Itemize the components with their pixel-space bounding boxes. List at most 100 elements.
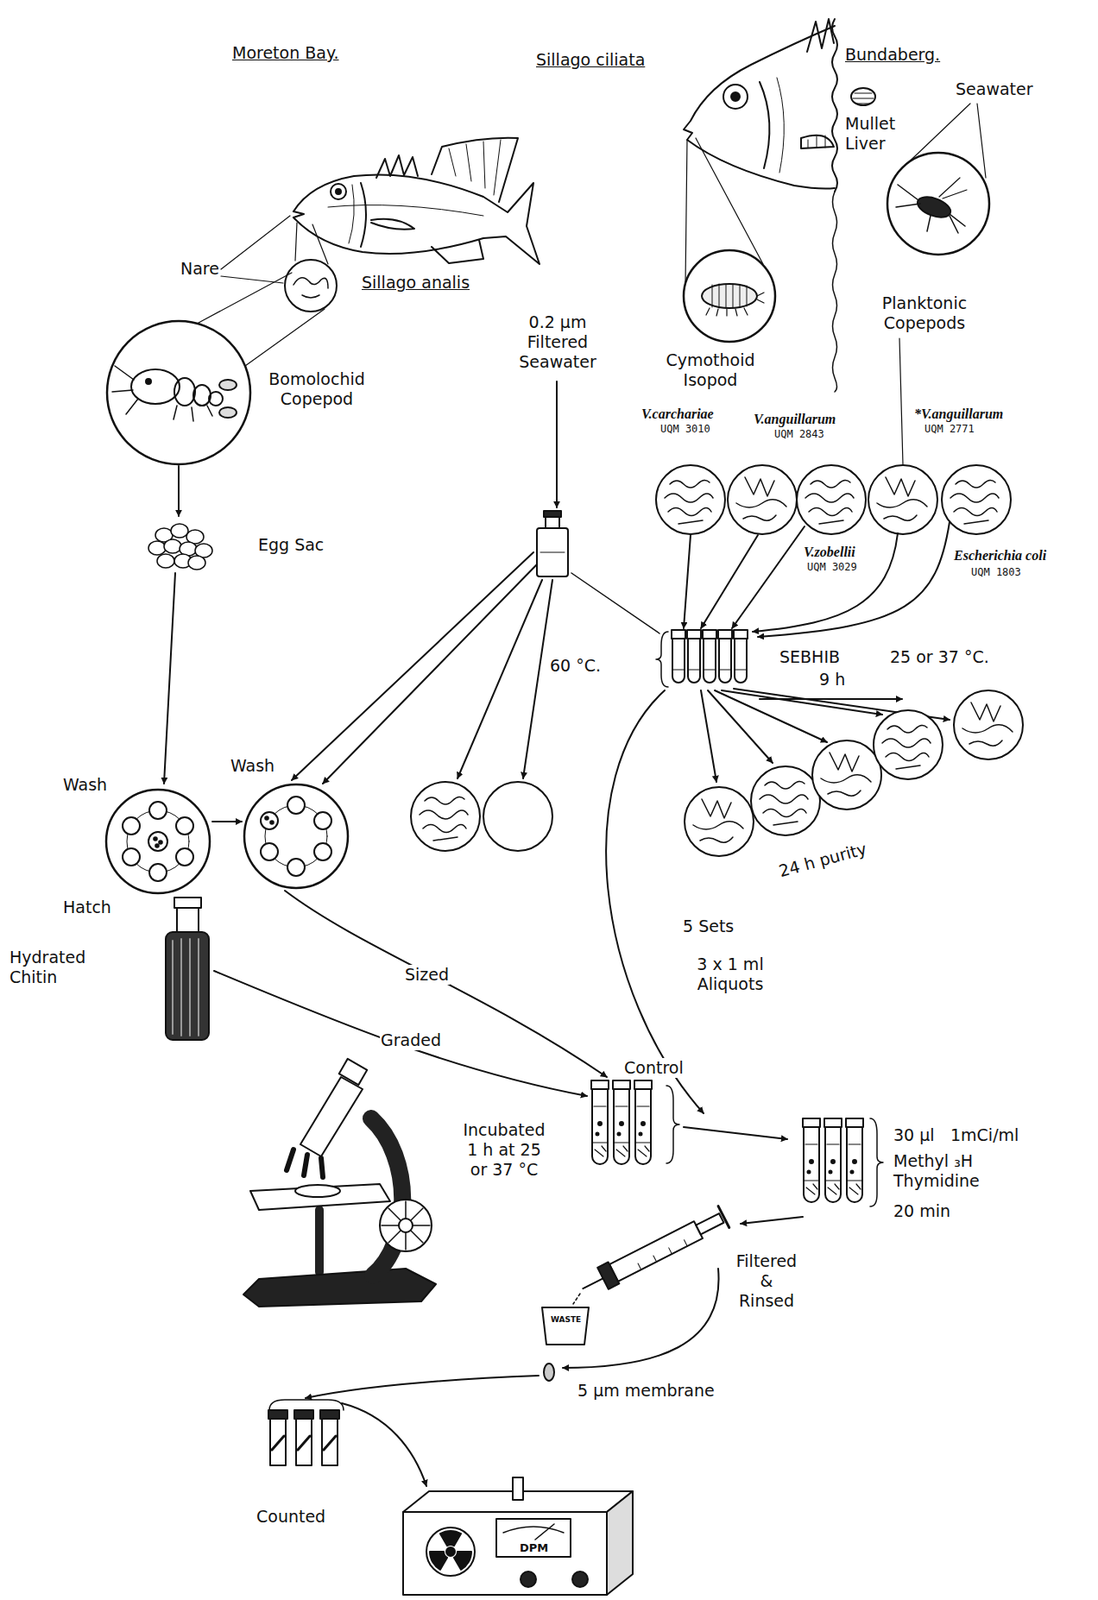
strain-number: UQM 3010 bbox=[659, 422, 712, 436]
fish-drawing bbox=[448, 139, 501, 196]
chitin-bottle bbox=[165, 897, 209, 1041]
flow-arrow bbox=[322, 564, 537, 784]
text-label: 30 µl bbox=[892, 1125, 936, 1146]
text-label: 20 min bbox=[892, 1201, 952, 1222]
text-label: Filtered & Rinsed bbox=[729, 1251, 804, 1311]
wash-dish bbox=[148, 832, 168, 852]
plankton-zoom bbox=[887, 152, 990, 255]
flow-arrow bbox=[305, 1268, 720, 1487]
syringe bbox=[573, 1293, 581, 1305]
fish-drawing bbox=[731, 92, 740, 101]
fish-drawing bbox=[776, 77, 784, 173]
flow-arrow bbox=[740, 1217, 803, 1225]
egg-sac bbox=[164, 539, 182, 554]
flow-arrow bbox=[700, 690, 717, 783]
copepod-zoom bbox=[174, 378, 196, 406]
scintillation-counter bbox=[440, 1531, 461, 1547]
scintillation-counter bbox=[572, 1571, 588, 1588]
fish-drawing bbox=[293, 211, 304, 218]
culture-plate bbox=[750, 766, 821, 836]
fish-drawing bbox=[431, 239, 484, 264]
scintillation-counter bbox=[512, 1477, 524, 1501]
flow-arrow bbox=[164, 573, 176, 784]
scintillation-vial bbox=[296, 1415, 312, 1466]
scintillation-vial bbox=[268, 1410, 288, 1420]
nare-zoom bbox=[293, 277, 329, 298]
text-label: 3 x 1 ml Aliquots bbox=[681, 954, 779, 995]
flow-arrow bbox=[457, 580, 543, 779]
bottle bbox=[536, 528, 568, 577]
chitin-bottle bbox=[176, 908, 199, 933]
strain-number: UQM 2843 bbox=[773, 428, 826, 441]
flow-arrow bbox=[555, 381, 558, 508]
wash-dish bbox=[122, 848, 140, 866]
text-label: 1mCi/ml bbox=[949, 1125, 1020, 1146]
isopod-zoom bbox=[683, 250, 776, 342]
text-label: Egg Sac bbox=[257, 535, 325, 556]
microscope bbox=[379, 1199, 432, 1252]
flow-arrow bbox=[700, 535, 758, 629]
scintillation-vial bbox=[320, 1410, 340, 1420]
culture-plate bbox=[410, 782, 553, 852]
strain-number: UQM 2771 bbox=[923, 422, 976, 436]
flow-arrow bbox=[683, 535, 691, 629]
text-label: 25 or 37 °C. bbox=[889, 647, 991, 668]
syringe bbox=[582, 1278, 603, 1289]
scintillation-counter bbox=[496, 1519, 571, 1558]
test-tube bbox=[634, 1080, 652, 1165]
culture-plate bbox=[796, 465, 866, 535]
culture-plate bbox=[656, 465, 726, 535]
text-label: SEBHIB bbox=[778, 647, 841, 668]
waste-beaker bbox=[542, 1307, 589, 1345]
copepod-zoom bbox=[145, 378, 152, 385]
wash-dish bbox=[287, 858, 305, 877]
text-label: Incubated 1 h at 25 or 37 °C bbox=[455, 1120, 553, 1180]
test-tube bbox=[671, 630, 686, 683]
flow-arrow bbox=[164, 381, 557, 822]
text-label: 60 °C. bbox=[549, 656, 602, 676]
bracket bbox=[666, 1085, 680, 1164]
copepod-zoom bbox=[208, 391, 223, 406]
microscope bbox=[295, 1185, 341, 1198]
syringe bbox=[637, 1240, 688, 1270]
waste-beaker bbox=[542, 1307, 589, 1345]
scintillation-vial bbox=[268, 1400, 344, 1466]
chitin-bottle bbox=[174, 897, 202, 909]
heading-label: Sillago analis bbox=[360, 272, 471, 293]
wash-dish bbox=[153, 837, 158, 841]
flow-arrow bbox=[214, 890, 607, 1097]
test-tube bbox=[591, 1080, 652, 1165]
syringe bbox=[573, 1206, 730, 1305]
text-label: 9 h bbox=[818, 669, 846, 690]
strain-number: UQM 3029 bbox=[806, 561, 859, 574]
scintillation-counter bbox=[403, 1512, 607, 1596]
text-label: Counted bbox=[255, 1507, 327, 1528]
microscope bbox=[398, 1218, 413, 1233]
syringe bbox=[718, 1206, 730, 1229]
scintillation-vial bbox=[294, 1410, 314, 1420]
microscope bbox=[381, 1201, 430, 1250]
flow-arrow bbox=[757, 522, 950, 638]
bracket bbox=[666, 1085, 680, 1164]
fish-drawing bbox=[807, 18, 834, 52]
culture-plate bbox=[812, 740, 882, 810]
mullet-liver bbox=[852, 93, 874, 104]
species-label: V.anguillarum bbox=[752, 410, 837, 428]
wash-dish bbox=[244, 784, 348, 889]
wash-dish bbox=[158, 840, 163, 845]
text-label: Wash bbox=[229, 756, 276, 777]
text-label: Hatch bbox=[62, 897, 113, 918]
copepod-zoom bbox=[193, 384, 211, 406]
text-label: Seawater bbox=[954, 79, 1035, 100]
flow-arrow bbox=[752, 533, 898, 632]
scintillation-counter bbox=[606, 1491, 633, 1596]
culture-plate bbox=[684, 787, 754, 857]
culture-plate bbox=[483, 782, 553, 852]
isopod-zoom bbox=[706, 292, 764, 316]
flow-arrow bbox=[683, 522, 950, 638]
test-tube bbox=[718, 630, 732, 683]
test-tube bbox=[687, 630, 701, 683]
flow-arrow bbox=[305, 1375, 539, 1399]
microscope bbox=[286, 1149, 323, 1178]
